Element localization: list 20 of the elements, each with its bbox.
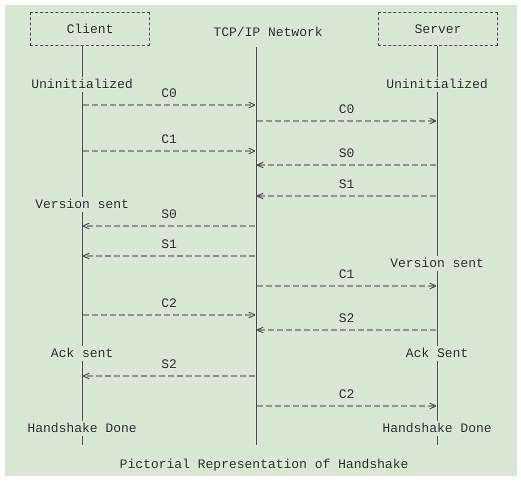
message-arrow — [256, 326, 436, 334]
participant-name: Server — [414, 22, 462, 36]
message-arrow — [256, 162, 436, 168]
message-arrow — [82, 372, 256, 380]
participant-name: TCP/IP Network — [213, 25, 323, 40]
message-arrow — [256, 402, 437, 410]
message-arrow — [82, 222, 256, 230]
message-arrow — [256, 282, 437, 290]
message-arrow — [256, 192, 436, 200]
state-label: Handshake Done — [25, 421, 139, 436]
message-arrow — [82, 252, 256, 260]
state-label: Uninitialized — [384, 77, 490, 92]
message-arrow — [82, 102, 256, 108]
caption: Pictorial Representation of Handshake — [120, 457, 408, 472]
message-arrow — [82, 312, 256, 318]
participant-name: Client — [66, 22, 114, 36]
state-label: Uninitialized — [29, 77, 135, 92]
message-arrow — [256, 118, 437, 124]
state-label: Handshake Done — [380, 421, 494, 436]
message-arrow — [82, 148, 256, 154]
